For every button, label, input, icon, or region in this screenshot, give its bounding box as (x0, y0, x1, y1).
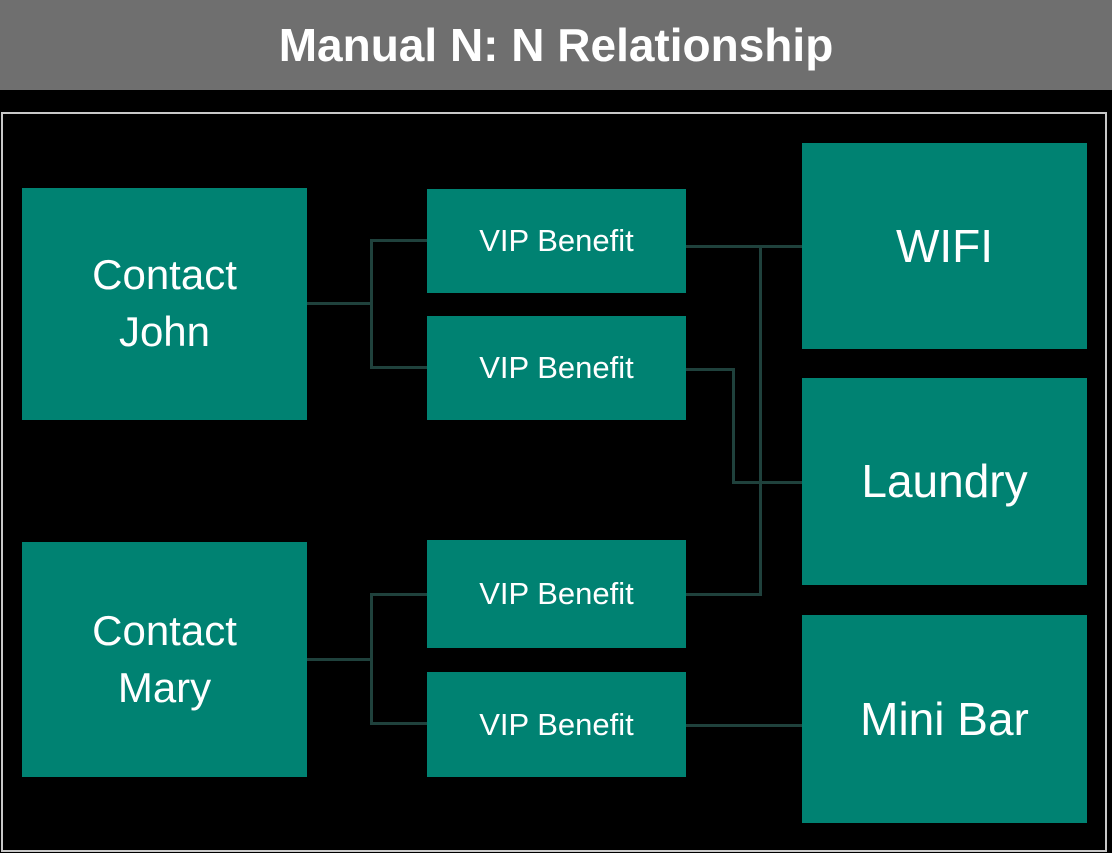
connector-segment (731, 367, 735, 484)
node-vip-benefit-4: VIP Benefit (427, 672, 686, 777)
connector-segment (305, 657, 373, 661)
node-label: VIP Benefit (479, 576, 634, 612)
connector-segment (369, 238, 373, 369)
title-bar: Manual N: N Relationship (0, 0, 1112, 90)
node-vip-benefit-3: VIP Benefit (427, 540, 686, 648)
node-wifi: WIFI (802, 143, 1087, 349)
connector-segment (369, 365, 429, 369)
node-label: Contact Mary (92, 606, 237, 711)
node-label: Mini Bar (860, 692, 1029, 745)
node-contact-mary: Contact Mary (22, 542, 307, 777)
connector-segment (684, 592, 762, 596)
node-vip-benefit-1: VIP Benefit (427, 189, 686, 293)
connector-segment (684, 723, 804, 727)
connector-segment (684, 367, 735, 371)
connector-segment (369, 592, 373, 725)
connector-segment (305, 301, 373, 305)
node-vip-benefit-2: VIP Benefit (427, 316, 686, 420)
connector-segment (369, 721, 429, 725)
node-contact-john: Contact John (22, 188, 307, 420)
connector-segment (731, 480, 804, 484)
node-label: VIP Benefit (479, 350, 634, 386)
node-mini-bar: Mini Bar (802, 615, 1087, 823)
node-label: VIP Benefit (479, 223, 634, 259)
node-label: VIP Benefit (479, 706, 634, 742)
node-label: Laundry (861, 455, 1028, 508)
connector-segment (684, 244, 804, 248)
node-laundry: Laundry (802, 378, 1087, 585)
connector-segment (369, 238, 429, 242)
node-label: Contact John (92, 251, 237, 355)
diagram-title: Manual N: N Relationship (278, 19, 834, 71)
diagram-frame (1, 112, 1107, 852)
node-label: WIFI (895, 219, 994, 272)
connector-segment (758, 244, 762, 596)
connector-segment (369, 592, 429, 596)
